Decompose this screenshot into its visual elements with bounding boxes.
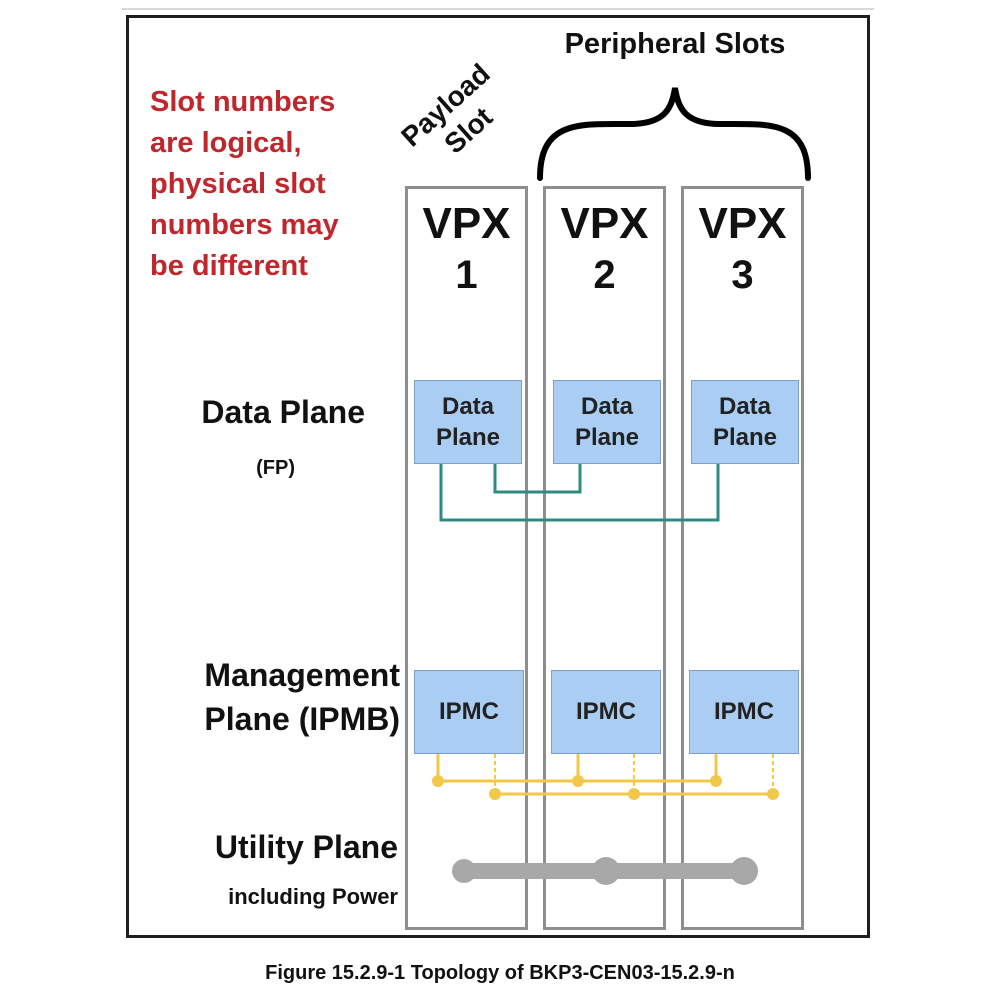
ipmb-node bbox=[489, 788, 501, 800]
note-line: Slot numbers bbox=[150, 86, 336, 118]
slot-vpx-2: VPX 2 bbox=[543, 186, 666, 930]
data-link-1-2 bbox=[493, 463, 582, 494]
data-link-1-3 bbox=[439, 463, 720, 522]
utility-node bbox=[592, 857, 620, 885]
slot-title: VPX bbox=[560, 199, 649, 248]
slot-vpx-1: VPX 1 bbox=[405, 186, 528, 930]
top-rule bbox=[122, 8, 874, 10]
slot-vpx-3: VPX 3 bbox=[681, 186, 804, 930]
ipmb-node bbox=[628, 788, 640, 800]
utility-plane-sublabel: including Power bbox=[228, 884, 398, 909]
ipmb-node bbox=[767, 788, 779, 800]
slot-title: VPX bbox=[698, 199, 787, 248]
slot-number: 1 bbox=[455, 253, 478, 297]
ipmb-node bbox=[572, 775, 584, 787]
data-plane-label: Data Plane bbox=[201, 394, 365, 430]
box-line: Plane bbox=[574, 424, 640, 451]
figure-frame bbox=[126, 15, 870, 938]
ipmc-box-3: IPMC bbox=[689, 670, 799, 754]
note-line: numbers may bbox=[150, 209, 339, 241]
logical-slot-note: Slot numbers are logical, physical slot … bbox=[150, 82, 400, 287]
data-plane-sublabel: (FP) bbox=[256, 457, 295, 479]
slot-number: 2 bbox=[593, 253, 616, 297]
utility-node bbox=[452, 859, 476, 883]
note-line: physical slot bbox=[150, 168, 326, 200]
data-plane-box-3: Data Plane bbox=[691, 380, 799, 464]
ipmc-box-2: IPMC bbox=[551, 670, 661, 754]
management-label-line: Plane (IPMB) bbox=[204, 701, 400, 737]
slot-number: 3 bbox=[731, 253, 754, 297]
box-line: Data bbox=[718, 393, 772, 420]
note-line: are logical, bbox=[150, 127, 302, 159]
box-line: Plane bbox=[712, 424, 778, 451]
box-line: Data bbox=[580, 393, 634, 420]
figure-caption: Figure 15.2.9-1 Topology of BKP3-CEN03-1… bbox=[265, 962, 735, 984]
utility-plane-label: Utility Plane bbox=[214, 829, 398, 865]
box-line: Data bbox=[441, 393, 495, 420]
slot-title: VPX bbox=[422, 199, 511, 248]
ipmb-node bbox=[710, 775, 722, 787]
management-plane-label: Management Plane (IPMB) bbox=[150, 653, 400, 741]
peripheral-brace bbox=[537, 87, 811, 181]
box-line: Plane bbox=[435, 424, 501, 451]
peripheral-slots-label: Peripheral Slots bbox=[564, 28, 786, 60]
ipmc-box-1: IPMC bbox=[414, 670, 524, 754]
data-plane-box-2: Data Plane bbox=[553, 380, 661, 464]
management-label-line: Management bbox=[204, 657, 400, 693]
note-line: be different bbox=[150, 250, 308, 282]
utility-node bbox=[730, 857, 758, 885]
ipmb-node bbox=[432, 775, 444, 787]
data-plane-box-1: Data Plane bbox=[414, 380, 522, 464]
